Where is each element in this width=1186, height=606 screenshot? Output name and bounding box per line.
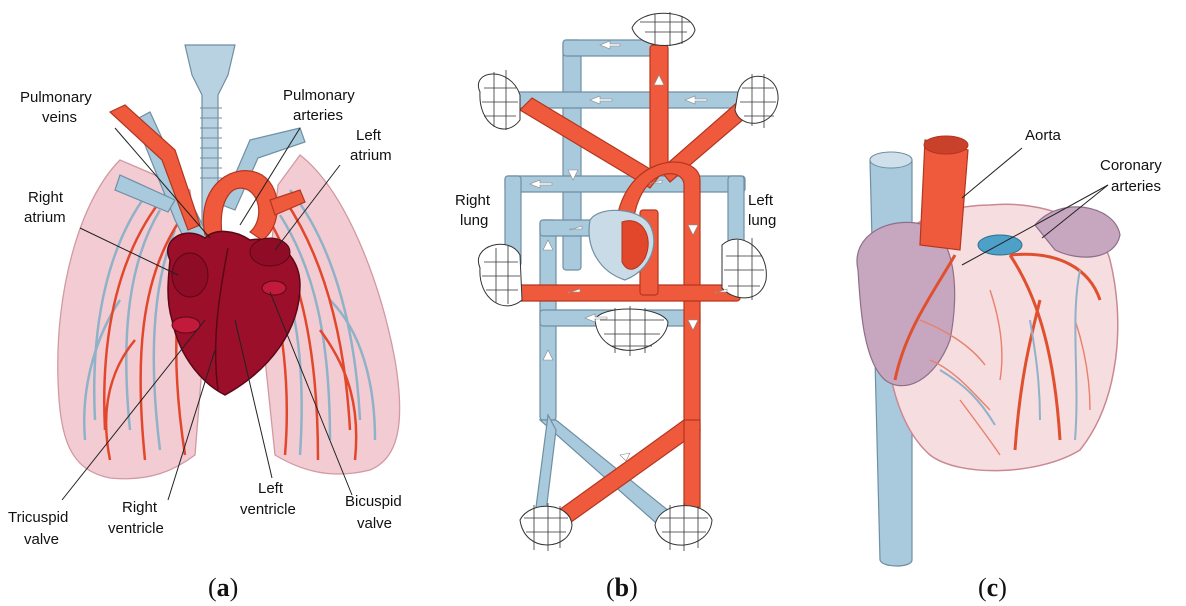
pulmonary-trunk-opening bbox=[978, 235, 1022, 255]
label-right-lung-2: lung bbox=[460, 212, 488, 229]
bicuspid-valve-shape bbox=[262, 281, 286, 295]
panel-c-coronary-heart: Aorta Coronary arteries (c) bbox=[857, 127, 1162, 602]
capillary-upper-left bbox=[478, 74, 520, 129]
label-right-atrium-2: atrium bbox=[24, 209, 66, 226]
label-left-ventricle-2: ventricle bbox=[240, 501, 296, 518]
label-left-lung-2: lung bbox=[748, 212, 776, 229]
label-left-atrium-2: atrium bbox=[350, 147, 392, 164]
capillary-center bbox=[595, 309, 668, 350]
label-pulmonary-veins-2: veins bbox=[42, 109, 77, 126]
label-right-ventricle-2: ventricle bbox=[108, 520, 164, 537]
aorta-c bbox=[920, 140, 968, 250]
label-left-ventricle-1: Left bbox=[258, 480, 284, 497]
label-aorta: Aorta bbox=[1025, 127, 1062, 144]
capillary-bottom-right bbox=[655, 506, 712, 546]
label-coronary-arteries-1: Coronary bbox=[1100, 157, 1162, 174]
capillary-bottom-left bbox=[520, 506, 572, 545]
panel-a-lungs-heart: Pulmonary veins Pulmonary arteries Left … bbox=[8, 45, 402, 602]
panel-b-circulation-schematic: Right lung Left lung (b) bbox=[455, 12, 778, 602]
capillary-right-lung bbox=[478, 244, 522, 306]
label-left-lung-1: Left bbox=[748, 192, 774, 209]
label-pulmonary-veins-1: Pulmonary bbox=[20, 89, 92, 106]
label-right-atrium-1: Right bbox=[28, 189, 64, 206]
label-pulmonary-arteries-2: arteries bbox=[293, 107, 343, 124]
caption-c: (c) bbox=[978, 573, 1007, 602]
label-tricuspid-valve-2: valve bbox=[24, 531, 59, 548]
label-coronary-arteries-2: arteries bbox=[1111, 178, 1161, 195]
label-left-atrium-1: Left bbox=[356, 127, 382, 144]
capillary-left-lung bbox=[722, 239, 766, 298]
caption-b: (b) bbox=[606, 573, 638, 602]
label-right-lung-1: Right bbox=[455, 192, 491, 209]
label-pulmonary-arteries-1: Pulmonary bbox=[283, 87, 355, 104]
label-right-ventricle-1: Right bbox=[122, 499, 158, 516]
tricuspid-valve-shape bbox=[172, 317, 200, 333]
label-bicuspid-valve-2: valve bbox=[357, 515, 392, 532]
aorta-opening bbox=[924, 136, 968, 154]
label-tricuspid-valve-1: Tricuspid bbox=[8, 509, 68, 526]
label-bicuspid-valve-1: Bicuspid bbox=[345, 493, 402, 510]
vena-cava-top bbox=[870, 152, 912, 168]
left-atrium-shape bbox=[250, 238, 290, 266]
caption-a: (a) bbox=[208, 573, 238, 602]
